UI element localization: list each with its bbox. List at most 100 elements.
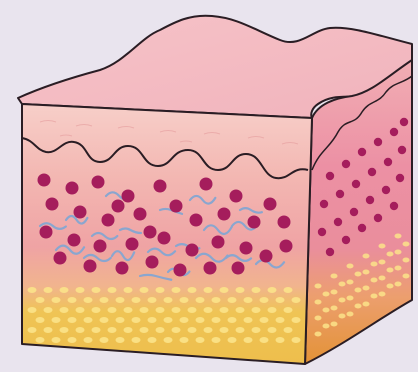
dermis-cell (174, 264, 187, 277)
fat-cell-side (355, 304, 362, 309)
fat-cell (284, 327, 293, 333)
fat-cell (28, 287, 37, 293)
dermis-cell (102, 214, 115, 227)
dermis-cell (232, 262, 245, 275)
fat-cell-side (395, 250, 402, 255)
fat-cell (132, 317, 141, 323)
dermis-cell (146, 256, 159, 269)
fat-cell (132, 337, 141, 343)
dermis-cell-side (336, 190, 344, 198)
dermis-cell-side (384, 158, 392, 166)
fat-cell (36, 317, 45, 323)
fat-cell-side (339, 314, 346, 319)
fat-cell (60, 327, 69, 333)
fat-cell (196, 297, 205, 303)
fat-cell (252, 307, 261, 313)
fat-cell-side (371, 262, 378, 267)
dermis-cell-side (342, 160, 350, 168)
fat-cell (140, 287, 149, 293)
fat-cell (180, 317, 189, 323)
fat-cell (108, 287, 117, 293)
fat-cell (244, 297, 253, 303)
fat-cell-side (347, 312, 354, 317)
fat-cell (180, 297, 189, 303)
fat-cell (260, 337, 269, 343)
fat-cell-side (403, 274, 410, 279)
fat-cell (188, 307, 197, 313)
fat-cell (268, 287, 277, 293)
fat-cell (116, 317, 125, 323)
dermis-cell-side (320, 200, 328, 208)
dermis-cell (84, 260, 97, 273)
fat-cell (44, 307, 53, 313)
dermis-cell (122, 190, 135, 203)
fat-cell (116, 297, 125, 303)
dermis-cell-side (400, 118, 408, 126)
fat-cell (68, 337, 77, 343)
fat-cell (108, 307, 117, 313)
dermis-cell-side (358, 224, 366, 232)
fat-cell (220, 327, 229, 333)
dermis-cell (112, 200, 125, 213)
dermis-cell-side (374, 214, 382, 222)
fat-cell (132, 297, 141, 303)
fat-cell (92, 287, 101, 293)
fat-cell (84, 337, 93, 343)
dermis-cell-side (326, 248, 334, 256)
dermis-cell-side (350, 208, 358, 216)
fat-cell (164, 317, 173, 323)
fat-cell (52, 297, 61, 303)
fat-cell (172, 287, 181, 293)
fat-cell (124, 327, 133, 333)
fat-cell-side (403, 242, 410, 247)
dermis-cell-side (374, 138, 382, 146)
fat-cell-side (363, 270, 370, 275)
fat-cell (252, 287, 261, 293)
fat-cell (268, 307, 277, 313)
fat-cell (76, 287, 85, 293)
fat-cell-side (331, 290, 338, 295)
fat-cell-side (363, 286, 370, 291)
fat-cell (236, 327, 245, 333)
dermis-cell (92, 176, 105, 189)
fat-cell-side (323, 292, 330, 297)
fat-cell (44, 287, 53, 293)
fat-cell (180, 337, 189, 343)
fat-cell (284, 287, 293, 293)
dermis-cell-side (390, 202, 398, 210)
fat-cell (84, 297, 93, 303)
fat-cell (156, 287, 165, 293)
fat-cell (276, 297, 285, 303)
fat-cell-side (347, 296, 354, 301)
fat-cell (148, 317, 157, 323)
fat-cell (52, 317, 61, 323)
fat-cell (204, 287, 213, 293)
fat-cell (212, 317, 221, 323)
fat-cell (76, 307, 85, 313)
fat-cell-side (323, 324, 330, 329)
fat-cell (252, 327, 261, 333)
fat-cell (60, 307, 69, 313)
dermis-cell (68, 234, 81, 247)
dermis-cell-side (326, 172, 334, 180)
fat-cell-side (315, 284, 322, 289)
fat-cell (228, 297, 237, 303)
fat-cell-side (315, 332, 322, 337)
dermis-cell-side (390, 128, 398, 136)
dermis-cell (54, 252, 67, 265)
fat-cell-side (395, 234, 402, 239)
fat-cell (36, 297, 45, 303)
fat-cell-side (331, 322, 338, 327)
dermis-cell (260, 250, 273, 263)
dermis-cell-side (318, 228, 326, 236)
fat-cell (28, 307, 37, 313)
dermis-cell (218, 208, 231, 221)
dermis-cell (278, 216, 291, 229)
dermis-cell (212, 236, 225, 249)
fat-cell (220, 307, 229, 313)
fat-cell-side (379, 276, 386, 281)
fat-cell-side (315, 300, 322, 305)
fat-cell-side (323, 308, 330, 313)
